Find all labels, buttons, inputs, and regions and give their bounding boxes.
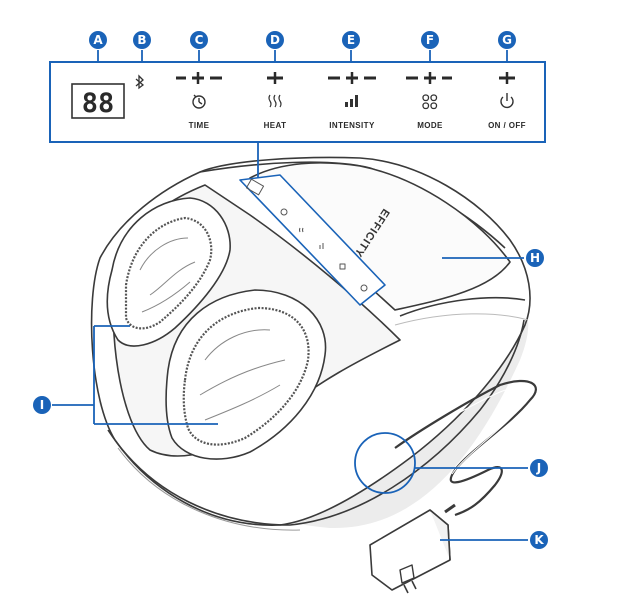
callout-g: G	[498, 31, 516, 49]
timer-icon	[192, 94, 206, 109]
callout-k: K	[530, 531, 548, 549]
callout-h: H	[526, 249, 544, 267]
svg-text:F: F	[426, 33, 434, 47]
mode-icon	[422, 94, 438, 110]
intensity-label: INTENSITY	[329, 121, 375, 130]
svg-text:G: G	[502, 33, 512, 47]
svg-text:H: H	[530, 251, 540, 265]
svg-text:J: J	[536, 461, 541, 475]
side-leader-lines	[52, 257, 528, 541]
heat-control[interactable]: HEAT	[264, 72, 287, 130]
svg-text:C: C	[195, 33, 204, 47]
control-panel-closeup: 88 TIME	[49, 61, 546, 143]
intensity-control[interactable]: INTENSITY	[328, 72, 376, 130]
svg-text:E: E	[347, 33, 355, 47]
callout-badges: A B C D E F G H I J K	[33, 31, 548, 549]
power-icon	[500, 93, 514, 109]
callout-d: D	[266, 31, 284, 49]
intensity-icon	[345, 95, 358, 107]
callout-e: E	[342, 31, 360, 49]
time-control[interactable]: TIME	[176, 72, 222, 130]
callout-b: B	[133, 31, 151, 49]
svg-text:I: I	[40, 398, 44, 412]
device-shadow	[98, 295, 529, 529]
callout-a: A	[89, 31, 107, 49]
display-digits: 88	[82, 88, 115, 119]
heat-icon	[268, 94, 282, 108]
svg-text:B: B	[137, 33, 146, 47]
svg-text:A: A	[93, 33, 103, 47]
top-leader-lines	[97, 50, 508, 62]
bluetooth-icon	[135, 74, 145, 90]
device-control-panel	[239, 174, 386, 306]
on-off-label: ON / OFF	[488, 121, 526, 130]
mode-label: MODE	[417, 121, 443, 130]
svg-text:D: D	[270, 33, 280, 47]
foot-massager: EFFICITY	[90, 156, 537, 594]
cord-port-highlight	[354, 432, 416, 494]
led-display: 88	[71, 83, 125, 119]
callout-f: F	[421, 31, 439, 49]
callout-i: I	[33, 396, 51, 414]
time-label: TIME	[189, 121, 210, 130]
mode-control[interactable]: MODE	[406, 72, 452, 130]
callout-j: J	[530, 459, 548, 477]
power-control[interactable]: ON / OFF	[488, 72, 526, 130]
callout-c: C	[190, 31, 208, 49]
svg-text:K: K	[534, 533, 544, 547]
power-adapter	[369, 503, 456, 594]
heat-label: HEAT	[264, 121, 287, 130]
